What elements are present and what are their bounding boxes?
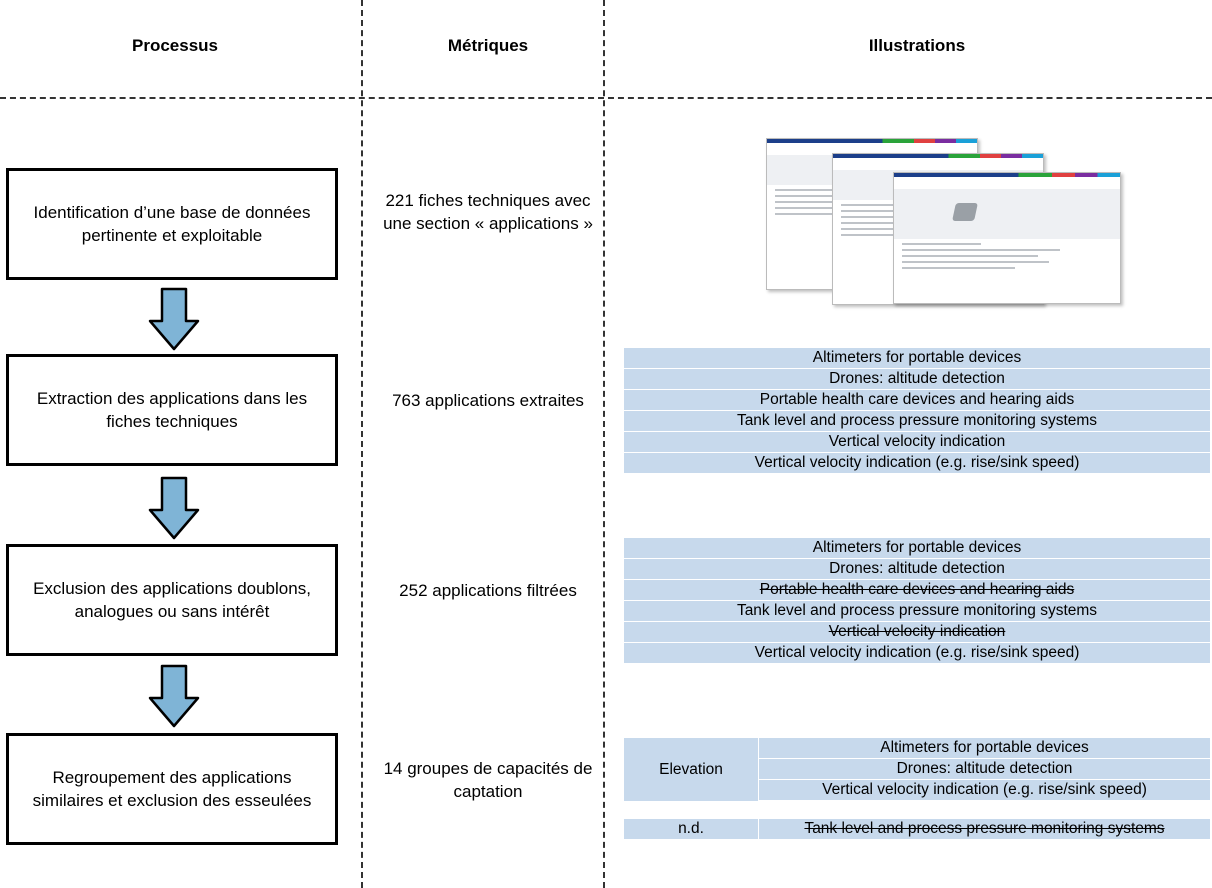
table-row-struck: Vertical velocity indication (624, 622, 1210, 642)
table-row: Drones: altitude detection (624, 369, 1210, 389)
header-divider (0, 97, 1212, 99)
extracted-applications-table: Altimeters for portable devices Drones: … (624, 348, 1210, 474)
group-label: Elevation (624, 738, 758, 801)
metric-step-3: 252 applications filtrées (399, 581, 577, 600)
table-row: Vertical velocity indication (624, 432, 1210, 452)
down-arrow-icon-1 (148, 287, 200, 351)
header-processus: Processus (132, 36, 218, 55)
down-arrow-icon-3 (148, 664, 200, 728)
table-row: Altimeters for portable devices (624, 538, 1210, 558)
datasheet-thumbnail-3 (893, 172, 1121, 304)
sensor-chip-icon (952, 203, 978, 221)
table-row: Drones: altitude detection (759, 759, 1210, 779)
table-row: Vertical velocity indication (e.g. rise/… (759, 780, 1210, 800)
group-nd: n.d. Tank level and process pressure mon… (624, 819, 1210, 840)
process-step-2-text: Extraction des applications dans les fic… (36, 389, 308, 431)
table-row: Vertical velocity indication (e.g. rise/… (624, 453, 1210, 473)
table-row: Vertical velocity indication (e.g. rise/… (624, 643, 1210, 663)
table-row: Tank level and process pressure monitori… (624, 411, 1210, 431)
metric-step-1: 221 fiches techniques avec une section «… (383, 191, 593, 233)
group-elevation: Elevation Altimeters for portable device… (624, 738, 1210, 801)
process-step-3: Exclusion des applications doublons, ana… (6, 544, 338, 656)
filtered-applications-table: Altimeters for portable devices Drones: … (624, 538, 1210, 664)
table-row: Portable health care devices and hearing… (624, 390, 1210, 410)
table-row: Drones: altitude detection (624, 559, 1210, 579)
down-arrow-icon-2 (148, 476, 200, 540)
process-step-4: Regroupement des applications similaires… (6, 733, 338, 845)
header-illustrations: Illustrations (868, 36, 966, 55)
process-step-1: Identification d’une base de données per… (6, 168, 338, 280)
table-row: Tank level and process pressure monitori… (624, 601, 1210, 621)
process-step-2: Extraction des applications dans les fic… (6, 354, 338, 466)
process-step-3-text: Exclusion des applications doublons, ana… (33, 579, 311, 621)
group-label: n.d. (624, 819, 758, 839)
column-divider-right (603, 0, 605, 888)
column-divider-left (361, 0, 363, 888)
header-metriques: Métriques (447, 36, 529, 55)
process-step-4-text: Regroupement des applications similaires… (32, 768, 312, 810)
metric-step-2: 763 applications extraites (392, 391, 584, 410)
table-row: Altimeters for portable devices (759, 738, 1210, 758)
metric-step-4: 14 groupes de capacités de captation (383, 759, 593, 801)
process-step-1-text: Identification d’une base de données per… (33, 203, 311, 245)
table-row-struck: Portable health care devices and hearing… (624, 580, 1210, 600)
table-row-struck: Tank level and process pressure monitori… (759, 819, 1210, 839)
table-row: Altimeters for portable devices (624, 348, 1210, 368)
